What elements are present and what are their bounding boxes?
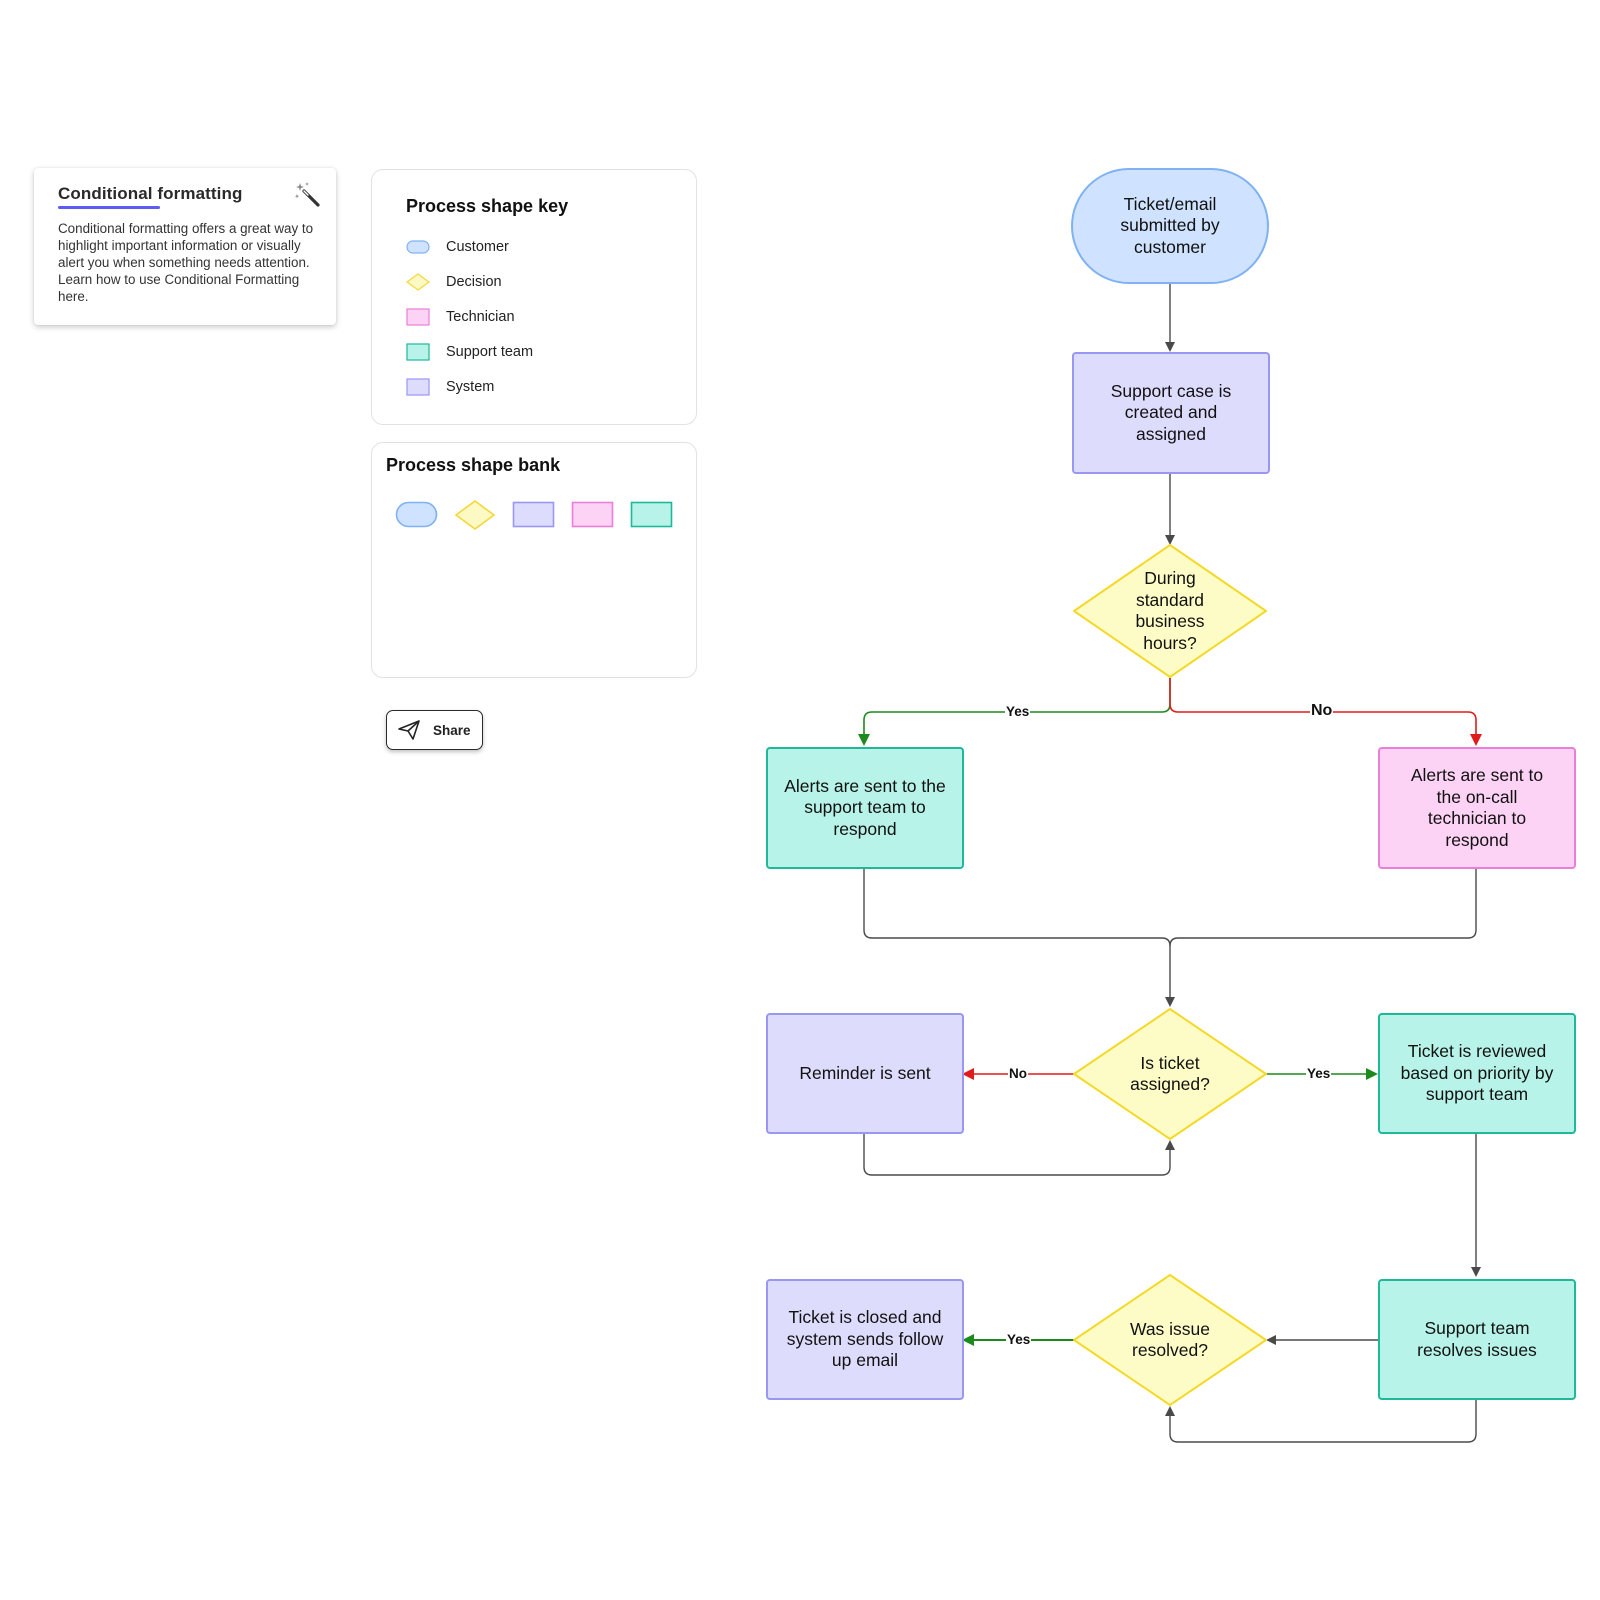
node-is-assigned[interactable]: Is ticket assigned? <box>1072 1007 1268 1141</box>
key-item-support-team: Support team <box>406 341 533 363</box>
key-item-label: Decision <box>446 274 502 290</box>
system-swatch-icon <box>406 378 430 396</box>
node-reminder[interactable]: Reminder is sent <box>766 1013 964 1134</box>
decision-diamond-shape <box>1073 1274 1267 1406</box>
decision-label: During standard business hours? <box>1135 568 1205 653</box>
customer-swatch-icon <box>406 238 430 256</box>
process-shape-key-panel: Process shape key Customer Decision Tech… <box>371 169 697 425</box>
edge-label-hours-yes: Yes <box>1005 704 1031 720</box>
decision-label: Was issue resolved? <box>1129 1318 1211 1361</box>
node-alerts-oncall[interactable]: Alerts are sent to the on-call technicia… <box>1378 747 1576 869</box>
node-reviewed[interactable]: Ticket is reviewed based on priority by … <box>1378 1013 1576 1134</box>
edge-label-assigned-no: No <box>1008 1066 1028 1082</box>
edge-support-to-assigned <box>863 869 1175 1007</box>
bank-system-shape[interactable] <box>512 501 556 529</box>
paper-plane-icon <box>398 720 420 740</box>
key-item-decision: Decision <box>406 271 502 293</box>
edge-label-assigned-yes: Yes <box>1306 1066 1332 1082</box>
decision-diamond-shape <box>1073 544 1267 678</box>
key-item-label: Customer <box>446 239 509 255</box>
conditional-formatting-body: Conditional formatting offers a great wa… <box>58 221 314 304</box>
node-resolves[interactable]: Support team resolves issues <box>1378 1279 1576 1400</box>
edge-reminder-loop <box>863 1134 1175 1176</box>
decision-label: Is ticket assigned? <box>1130 1052 1210 1095</box>
conditional-formatting-card: Conditional formatting Conditional forma… <box>34 168 336 325</box>
bank-technician-shape[interactable] <box>571 501 615 529</box>
key-item-label: Support team <box>446 344 534 360</box>
decision-diamond-shape <box>1073 1008 1267 1140</box>
key-item-system: System <box>406 376 494 398</box>
share-button[interactable]: Share <box>386 710 483 750</box>
support-team-swatch-icon <box>406 343 430 361</box>
process-shape-key-title: Process shape key <box>406 196 569 216</box>
process-shape-bank-title: Process shape bank <box>386 455 561 475</box>
key-item-customer: Customer <box>406 236 509 258</box>
node-ticket-submitted[interactable]: Ticket/email submitted by customer <box>1071 168 1269 284</box>
title-underline <box>58 206 160 209</box>
edge-label-hours-no: No <box>1310 702 1334 719</box>
bank-support-team-shape[interactable] <box>630 501 674 529</box>
edge-oncall-to-assigned <box>1169 869 1477 947</box>
bank-customer-shape[interactable] <box>395 501 439 529</box>
node-closed[interactable]: Ticket is closed and system sends follow… <box>766 1279 964 1400</box>
key-item-label: System <box>446 379 495 395</box>
technician-swatch-icon <box>406 308 430 326</box>
share-label: Share <box>433 722 471 738</box>
edge-label-resolved-yes: Yes <box>1006 1332 1032 1348</box>
node-alerts-support[interactable]: Alerts are sent to the support team to r… <box>766 747 964 869</box>
key-item-technician: Technician <box>406 306 515 328</box>
node-case-created[interactable]: Support case is created and assigned <box>1072 352 1270 474</box>
node-business-hours[interactable]: During standard business hours? <box>1072 543 1268 679</box>
node-was-resolved[interactable]: Was issue resolved? <box>1072 1273 1268 1407</box>
process-shape-bank-panel: Process shape bank <box>371 442 697 678</box>
conditional-formatting-title: Conditional formatting <box>58 184 243 203</box>
key-item-label: Technician <box>446 309 515 325</box>
decision-swatch-icon <box>406 273 430 291</box>
magic-wand-icon[interactable] <box>294 180 322 208</box>
bank-decision-shape[interactable] <box>454 499 496 531</box>
edge-resolved-loop <box>1165 1400 1477 1443</box>
